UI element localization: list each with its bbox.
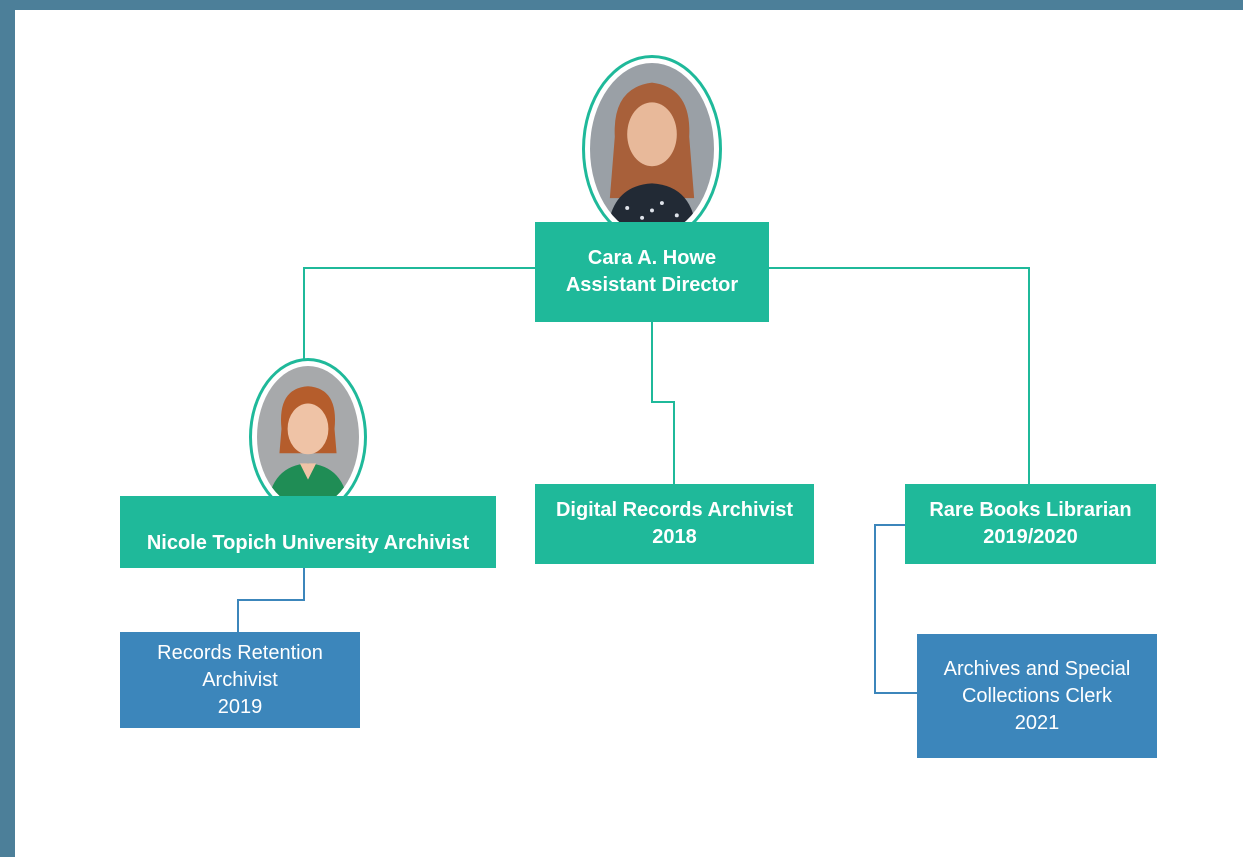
node-year: 2019 bbox=[217, 695, 263, 718]
node-rare-books-librarian: Rare Books Librarian 2019/2020 bbox=[905, 484, 1156, 564]
node-year: 2018 bbox=[652, 526, 697, 548]
node-assistant-director: Cara A. Howe Assistant Director bbox=[535, 222, 769, 322]
node-title: Nicole Topich University Archivist bbox=[146, 531, 470, 554]
node-digital-records-archivist: Digital Records Archivist 2018 bbox=[535, 484, 814, 564]
archivist-photo bbox=[249, 358, 367, 516]
portrait-photo-icon bbox=[257, 366, 359, 508]
node-year: 2019/2020 bbox=[983, 526, 1078, 548]
node-title: Assistant Director bbox=[565, 274, 739, 296]
node-title-line1: Archives and Special bbox=[943, 657, 1131, 680]
node-title-line1: Records Retention bbox=[157, 641, 323, 664]
node-title-line2: Archivist bbox=[202, 668, 278, 691]
portrait-photo-icon bbox=[590, 63, 714, 235]
director-photo bbox=[582, 55, 722, 243]
node-year: 2021 bbox=[1014, 711, 1060, 734]
node-title: Rare Books Librarian bbox=[929, 499, 1132, 521]
node-title: Digital Records Archivist bbox=[555, 499, 794, 521]
node-university-archivist: Nicole Topich University Archivist bbox=[120, 496, 496, 568]
node-title-line2: Collections Clerk bbox=[961, 684, 1113, 707]
node-archives-special-collections-clerk: Archives and Special Collections Clerk 2… bbox=[917, 634, 1157, 758]
node-records-retention-archivist: Records Retention Archivist 2019 bbox=[120, 632, 360, 728]
node-name: Cara A. Howe bbox=[587, 247, 717, 269]
